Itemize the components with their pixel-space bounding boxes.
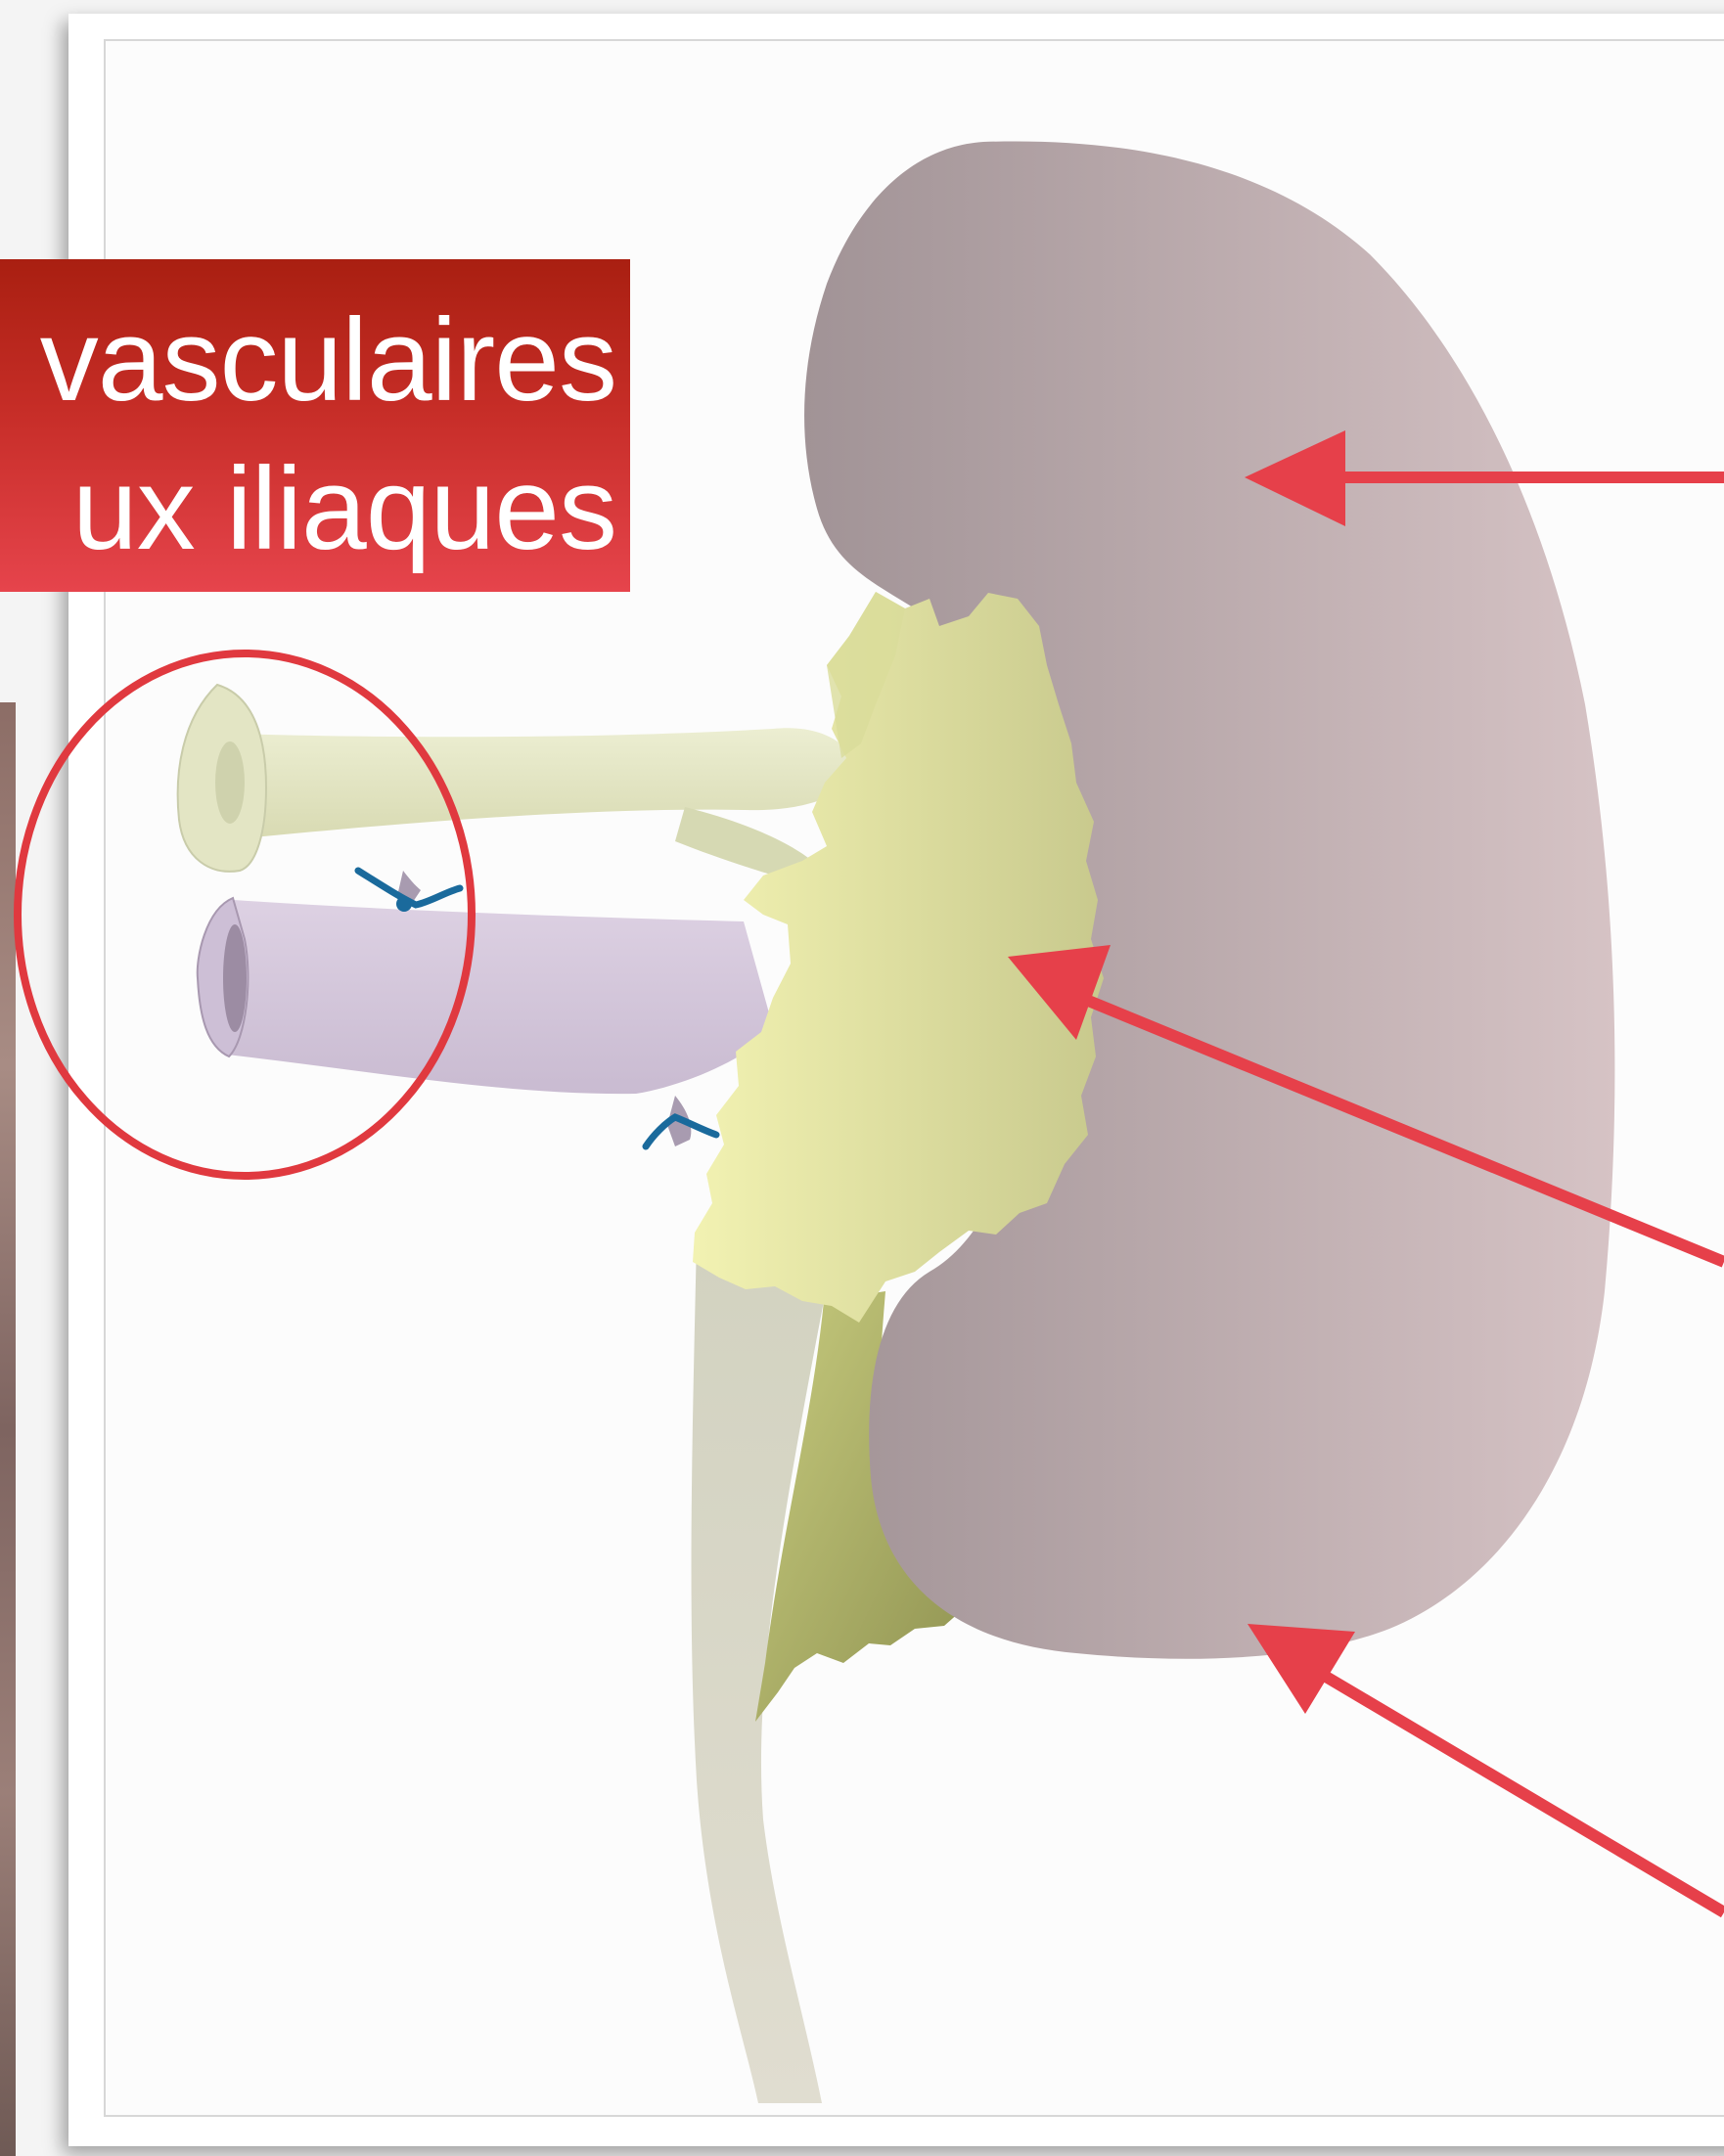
artery-lumen: [215, 741, 245, 824]
artery-stump: [230, 728, 861, 839]
ligature-icon-upper: [358, 871, 460, 912]
vein-lumen: [223, 924, 247, 1032]
vein-stump: [227, 900, 773, 1094]
ureter: [692, 1237, 824, 2103]
arrow-icon-lower-pole: [1248, 1624, 1724, 1912]
title-line-1: vasculaires: [40, 296, 616, 424]
ligature-icon-lower: [646, 1096, 716, 1146]
title-line-2: ux iliaques: [72, 445, 616, 572]
title-banner: vasculaires ux iliaques: [0, 259, 630, 592]
